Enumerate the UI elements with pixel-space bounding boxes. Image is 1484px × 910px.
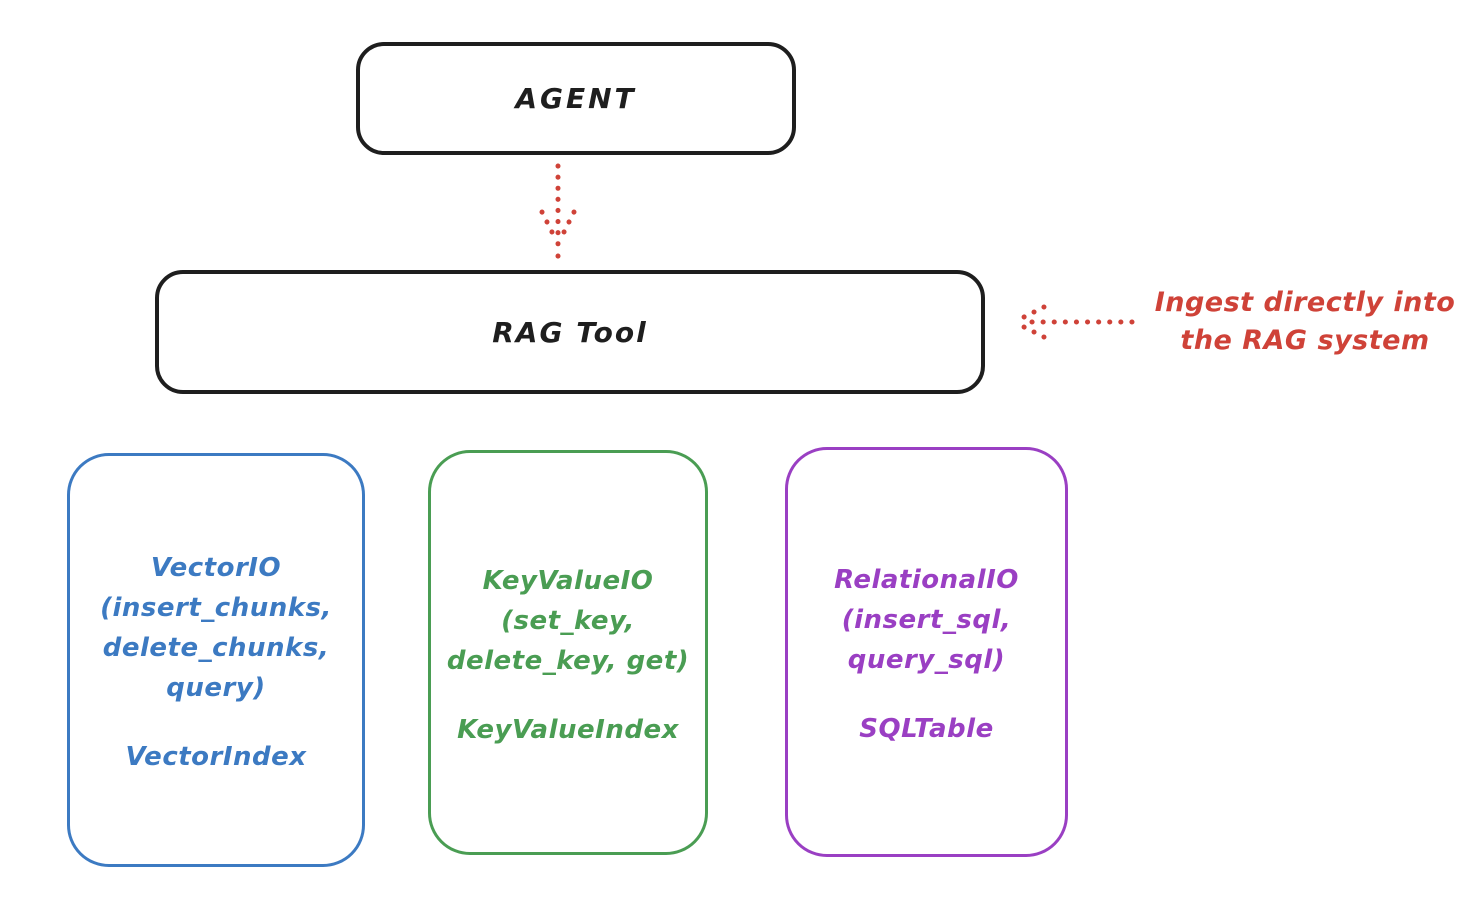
relational-io-box: RelationalIO (insert_sql, query_sql) SQL… [785,447,1068,857]
dotted-arrow-down-icon [539,163,577,260]
keyvalue-index-label: KeyValueIndex [457,714,679,745]
vector-io-box: VectorIO (insert_chunks, delete_chunks, … [67,453,365,867]
sql-table-label: SQLTable [859,714,994,744]
rag-tool-label: RAG Tool [492,315,648,349]
vector-io-line: delete_chunks, [102,633,330,663]
ingest-annotation-line2: the RAG system [1180,325,1430,356]
relational-io-line: (insert_sql, [841,605,1012,635]
relational-io-label: RelationalIO (insert_sql, query_sql) [834,560,1019,680]
dotted-arrow-left-icon [1015,304,1135,340]
vector-index-label: VectorIndex [125,742,307,772]
vector-io-line: VectorIO [150,553,282,583]
keyvalue-io-line: (set_key, [501,605,635,636]
agent-label: AGENT [515,82,637,115]
rag-tool-node: RAG Tool [155,270,985,394]
relational-io-line: query_sql) [847,645,1006,675]
keyvalue-io-label: KeyValueIO (set_key, delete_key, get) [447,561,689,681]
agent-node: AGENT [356,42,796,155]
ingest-annotation: Ingest directly into the RAG system [1138,284,1472,360]
vector-io-line: query) [166,673,266,703]
keyvalue-io-line: delete_key, get) [446,645,690,676]
keyvalue-io-line: KeyValueIO [482,565,654,596]
relational-io-line: RelationalIO [834,565,1019,595]
ingest-annotation-line1: Ingest directly into [1154,287,1456,318]
vector-io-label: VectorIO (insert_chunks, delete_chunks, … [100,548,332,708]
vector-io-line: (insert_chunks, [100,593,332,623]
keyvalue-io-box: KeyValueIO (set_key, delete_key, get) Ke… [428,450,708,855]
